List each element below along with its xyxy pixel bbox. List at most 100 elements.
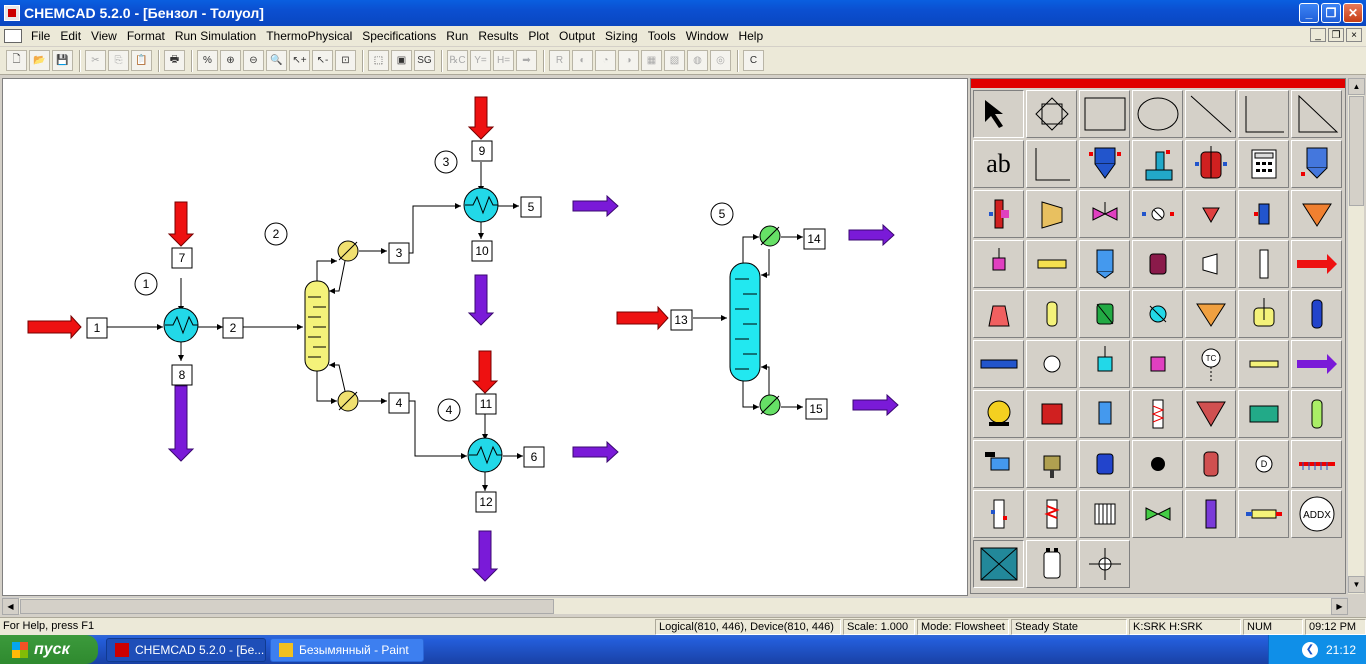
palette-calculator-icon[interactable]	[1238, 140, 1289, 188]
document-icon[interactable]	[4, 29, 22, 43]
stream-box-14[interactable]	[803, 228, 826, 250]
mdi-restore-button[interactable]: ❐	[1328, 28, 1344, 42]
heat-exchanger-3[interactable]	[463, 187, 499, 223]
cut-button[interactable]: ✂	[85, 50, 106, 71]
reboiler-5[interactable]	[759, 394, 781, 416]
scroll-left-icon[interactable]: ◀	[2, 598, 19, 615]
palette-membrane-icon[interactable]	[1079, 490, 1130, 538]
palette-text-tool-icon[interactable]: ab	[973, 140, 1024, 188]
palette-triangle-icon[interactable]	[1291, 90, 1342, 138]
palette-blue-tank-icon[interactable]	[1079, 440, 1130, 488]
recycle-button[interactable]: ℞C	[447, 50, 468, 71]
palette-node-icon[interactable]	[973, 240, 1024, 288]
plot-button-3[interactable]: ◑	[618, 50, 639, 71]
palette-blower-icon[interactable]	[973, 390, 1024, 438]
product-arrow-15[interactable]	[852, 393, 899, 417]
distillation-column-5[interactable]	[729, 262, 761, 382]
distillation-column-2[interactable]	[304, 280, 330, 372]
tray-expand-icon[interactable]: ❮	[1301, 641, 1318, 658]
plot-button-2[interactable]: ◔	[595, 50, 616, 71]
menu-specifications[interactable]: Specifications	[362, 29, 437, 43]
stream-box-11[interactable]	[475, 393, 497, 415]
stream-line-4b[interactable]	[409, 400, 467, 459]
add-point-button[interactable]: ↖+	[289, 50, 310, 71]
menu-sizing[interactable]: Sizing	[605, 29, 638, 43]
report-button[interactable]: R	[549, 50, 570, 71]
condenser-5[interactable]	[759, 225, 781, 247]
plot-button-7[interactable]: ◎	[710, 50, 731, 71]
palette-mixer-icon[interactable]	[1132, 190, 1183, 238]
palette-tank-icon[interactable]	[1079, 240, 1130, 288]
palette-red-tank-icon[interactable]	[1185, 440, 1236, 488]
palette-reactor-stirred-icon[interactable]	[1132, 140, 1183, 188]
condenser-2[interactable]	[337, 240, 359, 262]
palette-pink-box-icon[interactable]	[1132, 340, 1183, 388]
zoom-in-button[interactable]: ⊕	[220, 50, 241, 71]
palette-valve-icon[interactable]	[1079, 190, 1130, 238]
product-arrow-8[interactable]	[167, 385, 195, 462]
palette-green-reactor-icon[interactable]	[1238, 390, 1289, 438]
palette-pump-icon[interactable]	[973, 190, 1024, 238]
palette-batch-reactor-icon[interactable]	[1185, 140, 1236, 188]
palette-gear-box-icon[interactable]	[1026, 440, 1077, 488]
palette-absorber-icon[interactable]	[973, 490, 1024, 538]
minimize-button[interactable]: _	[1299, 3, 1319, 23]
heat-exchanger-4[interactable]	[467, 437, 503, 473]
stream-box-12[interactable]	[475, 491, 497, 513]
palette-extractor-icon[interactable]	[1132, 390, 1183, 438]
stream-line-reflux5[interactable]	[761, 249, 770, 278]
stream-line-column-top[interactable]	[316, 258, 337, 281]
y-equals-button[interactable]: Y=	[470, 50, 491, 71]
zoom-fit-button[interactable]: 🔍	[266, 50, 287, 71]
palette-kiln-icon[interactable]	[1026, 240, 1077, 288]
palette-compressor-icon[interactable]	[1026, 190, 1077, 238]
menu-tools[interactable]: Tools	[647, 29, 676, 43]
feed-arrow-13[interactable]	[616, 305, 669, 331]
palette-cyan-node-icon[interactable]	[1079, 340, 1130, 388]
new-file-button[interactable]: 🗋	[6, 50, 27, 71]
palette-scroll-up-icon[interactable]: ▲	[1348, 78, 1365, 95]
stream-box-6[interactable]	[523, 446, 545, 468]
flowsheet-canvas[interactable]: 1 2 3 4 5 1 2 3 4 5 6 7 8 9 10 11 12 13 …	[2, 78, 968, 596]
palette-dryer-icon[interactable]	[973, 290, 1024, 338]
palette-line-icon[interactable]	[1185, 90, 1236, 138]
palette-scrubber-icon[interactable]	[1291, 390, 1342, 438]
palette-expander-icon[interactable]	[1185, 240, 1236, 288]
palette-corner-line-icon[interactable]	[1026, 140, 1077, 188]
maximize-button[interactable]: ❐	[1321, 3, 1341, 23]
mdi-close-button[interactable]: ×	[1346, 28, 1362, 42]
copy-button[interactable]: ⎘	[108, 50, 129, 71]
palette-mixer-tank-icon[interactable]	[1238, 290, 1289, 338]
palette-yellow-pipe-icon[interactable]	[1238, 490, 1289, 538]
arrow-run-button[interactable]: ➡	[516, 50, 537, 71]
menu-edit[interactable]: Edit	[60, 29, 82, 43]
product-arrow-14[interactable]	[848, 223, 895, 247]
save-button[interactable]: 💾	[52, 50, 73, 71]
palette-hopper-icon[interactable]	[1185, 290, 1236, 338]
stream-box-10[interactable]	[471, 240, 493, 262]
plot-button-4[interactable]: ▦	[641, 50, 662, 71]
stream-box-7[interactable]	[171, 247, 193, 269]
chemcad-app-icon[interactable]	[4, 5, 20, 21]
close-button[interactable]: ✕	[1343, 3, 1363, 23]
horizontal-scroll-thumb[interactable]	[20, 599, 554, 614]
taskbar-item-chemcad[interactable]: CHEMCAD 5.2.0 - [Бе...	[106, 638, 266, 662]
plot-button-5[interactable]: ▧	[664, 50, 685, 71]
palette-vessel-icon[interactable]	[1132, 240, 1183, 288]
palette-filter-icon[interactable]	[1238, 240, 1289, 288]
palette-centrifuge-icon[interactable]	[1026, 540, 1077, 588]
palette-green-valve-icon[interactable]	[1132, 490, 1183, 538]
palette-crossflow-exchanger-icon[interactable]	[973, 540, 1024, 588]
palette-flash-icon[interactable]	[1238, 190, 1289, 238]
palette-stripper-icon[interactable]	[1026, 490, 1077, 538]
stream-line-column-bottom[interactable]	[316, 371, 337, 404]
zoom-percent-button[interactable]: %	[197, 50, 218, 71]
palette-divider-icon[interactable]	[1185, 190, 1236, 238]
taskbar-item-paint[interactable]: Безымянный - Paint	[270, 638, 424, 662]
palette-bag-filter-icon[interactable]	[1291, 140, 1342, 188]
palette-purple-arrow-icon[interactable]	[1291, 340, 1342, 388]
palette-decanter-icon[interactable]	[1026, 290, 1077, 338]
print-button[interactable]: 🖶	[164, 50, 185, 71]
menu-file[interactable]: File	[31, 29, 51, 43]
palette-ellipse-icon[interactable]	[1132, 90, 1183, 138]
